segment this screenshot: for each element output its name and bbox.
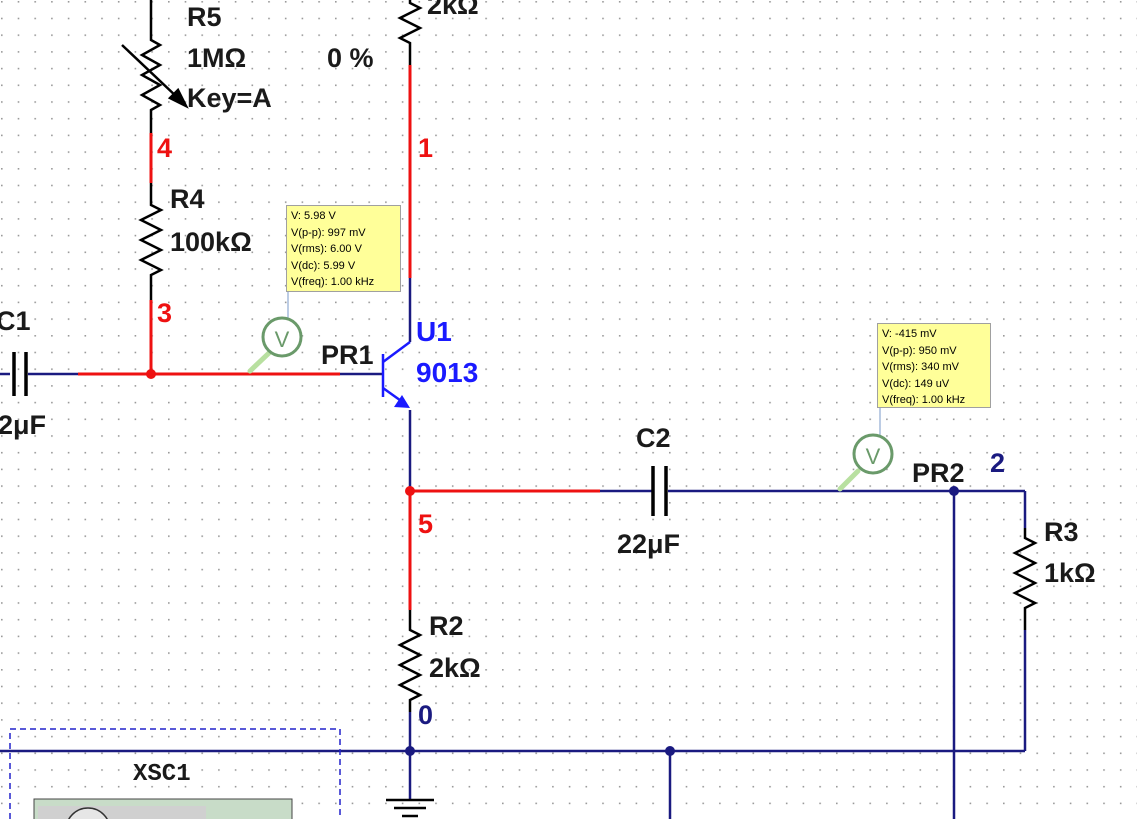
svg-text:V: V: [275, 327, 290, 352]
r5-percent: 0 %: [327, 43, 374, 73]
resistor-r4[interactable]: [138, 183, 164, 300]
r-top-value: 2kΩ: [427, 0, 479, 20]
r2-value: 2kΩ: [429, 653, 481, 683]
node-label-1: 1: [418, 133, 433, 163]
xsc1-ref: XSC1: [133, 761, 191, 788]
pr1-reading-vpp: V(p-p): 997 mV: [291, 226, 366, 239]
pr2-reading-vfreq: V(freq): 1.00 kHz: [882, 394, 966, 406]
r3-ref: R3: [1044, 517, 1079, 547]
pr1-reading-vdc: V(dc): 5.99 V: [291, 259, 356, 272]
junction-scope-ground[interactable]: [665, 746, 675, 756]
pr2-reading-v: V: -415 mV: [882, 328, 937, 340]
probe-pr2[interactable]: V: [837, 406, 894, 492]
u1-ref: U1: [416, 316, 452, 347]
pr2-reading-vdc: V(dc): 149 uV: [882, 377, 950, 390]
pr1-reading-vfreq: V(freq): 1.00 kHz: [291, 276, 375, 288]
oscilloscope-xsc1[interactable]: [9, 728, 341, 819]
c1-value: 2μF: [0, 410, 46, 440]
svg-text:V: V: [866, 444, 881, 469]
c2-ref: C2: [636, 423, 671, 453]
r5-ref: R5: [187, 2, 222, 32]
node-label-2: 2: [990, 448, 1005, 478]
r5-key: Key=A: [187, 83, 272, 113]
pr1-reading-vrms: V(rms): 6.00 V: [291, 243, 362, 255]
r4-ref: R4: [170, 184, 205, 214]
pr2-reading-vrms: V(rms): 340 mV: [882, 361, 960, 373]
node-label-4: 4: [157, 133, 172, 163]
r3-value: 1kΩ: [1044, 558, 1096, 588]
node-label-3: 3: [157, 298, 172, 328]
probe-pr2-readout: V: -415 mV V(p-p): 950 mV V(rms): 340 mV…: [877, 323, 991, 408]
voltmeter-probe-icon: [261, 316, 303, 358]
c2-value: 22μF: [617, 529, 680, 559]
junction-node-2[interactable]: [949, 486, 959, 496]
capacitor-c1[interactable]: [12, 352, 28, 396]
potentiometer-r5[interactable]: [121, 0, 189, 133]
resistor-r3[interactable]: [1012, 528, 1038, 630]
pr2-reading-vpp: V(p-p): 950 mV: [882, 344, 957, 357]
junction-node-3[interactable]: [146, 369, 156, 379]
pr1-reading-v: V: 5.98 V: [291, 210, 336, 222]
transistor-u1[interactable]: [381, 340, 411, 408]
wires-red: [78, 65, 600, 610]
r4-value: 100kΩ: [170, 227, 252, 257]
node-label-0: 0: [418, 700, 433, 730]
probe-pr2-name: PR2: [912, 458, 965, 488]
junction-node-0[interactable]: [405, 746, 415, 756]
probe-pr1[interactable]: V: [247, 290, 303, 374]
node-label-5: 5: [418, 509, 433, 539]
r2-ref: R2: [429, 611, 464, 641]
ground-symbol[interactable]: [386, 798, 434, 818]
capacitor-c2[interactable]: [651, 466, 668, 516]
wires-navy: [0, 278, 1027, 819]
junction-node-5[interactable]: [405, 486, 415, 496]
voltmeter-probe-icon: [852, 433, 894, 475]
probe-pr1-readout: V: 5.98 V V(p-p): 997 mV V(rms): 6.00 V …: [286, 205, 401, 292]
resistor-r2[interactable]: [397, 610, 423, 712]
r5-value: 1MΩ: [187, 43, 246, 73]
probe-pr1-name: PR1: [321, 340, 374, 370]
u1-model: 9013: [416, 357, 478, 388]
resistor-r-top[interactable]: [397, 0, 423, 65]
c1-ref: C1: [0, 306, 31, 336]
